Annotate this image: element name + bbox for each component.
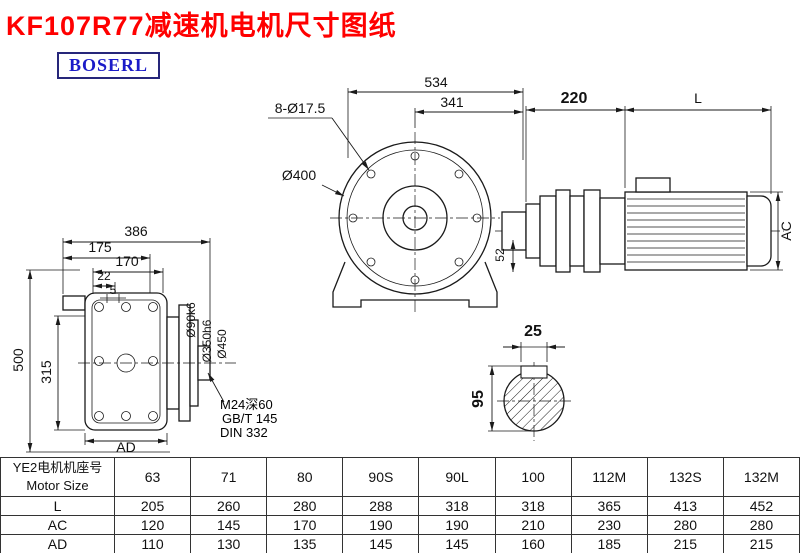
motor-dimension-table: YE2电机机座号 Motor Size 63 71 80 90S 90L 100… bbox=[0, 457, 800, 553]
column-header-100: 100 bbox=[494, 457, 572, 497]
cell-AC-90l: 190 bbox=[418, 515, 496, 535]
gear-hub-circle bbox=[382, 185, 448, 251]
header-motor-size-en: Motor Size bbox=[26, 478, 89, 493]
cell-AD-132s: 215 bbox=[646, 534, 724, 553]
motor-terminal-box bbox=[635, 177, 671, 193]
cell-AD-132m: 215 bbox=[722, 534, 800, 553]
row-label-AC: AC bbox=[0, 515, 115, 535]
dim-shaft-dia-label: Ø90k6 bbox=[184, 302, 198, 338]
cell-AC-100: 210 bbox=[494, 515, 572, 535]
dim-52-label: 52 bbox=[493, 248, 507, 262]
dim-170-label: 170 bbox=[115, 253, 139, 269]
note-tap-hole: M24深60 bbox=[220, 397, 273, 412]
cell-AC-63: 120 bbox=[113, 515, 192, 535]
motor-fan-cowl bbox=[746, 195, 772, 267]
page-title: KF107R77减速机电机尺寸图纸 bbox=[6, 11, 397, 41]
table-header-motor-size: YE2电机机座号 Motor Size bbox=[0, 457, 115, 497]
gear-body bbox=[84, 292, 168, 431]
cell-L-132s: 413 bbox=[646, 496, 724, 516]
motor-adapter-stack bbox=[501, 189, 626, 273]
gear-housing-base bbox=[332, 261, 498, 308]
shaft-section: 25 95 bbox=[470, 323, 571, 441]
technical-drawing: 534 341 8-Ø17.5 Ø400 220 L bbox=[10, 74, 794, 455]
side-view: Ø90k6 Ø350h6 Ø450 386 175 170 22 bbox=[10, 223, 277, 455]
cell-AD-80: 135 bbox=[266, 534, 344, 553]
cell-AC-71: 145 bbox=[190, 515, 268, 535]
gear-flange-outer-circle bbox=[338, 141, 492, 295]
dim-spigot-dia-label: Ø350h6 bbox=[200, 319, 214, 362]
dim-220-label: 220 bbox=[561, 90, 588, 107]
dim-175-label: 175 bbox=[88, 239, 112, 255]
front-view: 534 341 8-Ø17.5 Ø400 220 L bbox=[268, 74, 794, 312]
cell-AD-90s: 145 bbox=[342, 534, 420, 553]
dim-flange-dia-label: Ø400 bbox=[282, 167, 316, 183]
motor-body bbox=[624, 191, 748, 271]
cell-L-71: 260 bbox=[190, 496, 268, 516]
keyway bbox=[520, 365, 548, 379]
cell-L-100: 318 bbox=[494, 496, 572, 516]
motor-fins bbox=[627, 198, 745, 263]
dim-AD-label: AD bbox=[116, 439, 135, 455]
dim-L-label: L bbox=[694, 90, 702, 106]
column-header-90l: 90L bbox=[418, 457, 496, 497]
table-row-AC: AC 120 145 170 190 190 210 230 280 280 bbox=[0, 515, 800, 535]
row-label-L: L bbox=[0, 496, 115, 516]
dim-341-label: 341 bbox=[440, 94, 464, 110]
cell-L-63: 205 bbox=[113, 496, 192, 516]
column-header-71: 71 bbox=[190, 457, 268, 497]
table-row-AD: AD 110 130 135 145 145 160 185 215 215 bbox=[0, 534, 800, 553]
cell-L-90s: 288 bbox=[342, 496, 420, 516]
dim-534-label: 534 bbox=[424, 74, 448, 90]
dim-flange-dia-side-label: Ø450 bbox=[215, 329, 229, 359]
cell-AC-132m: 280 bbox=[722, 515, 800, 535]
column-header-80: 80 bbox=[266, 457, 344, 497]
dim-386-label: 386 bbox=[124, 223, 148, 239]
row-label-AD: AD bbox=[0, 534, 115, 553]
cell-AD-71: 130 bbox=[190, 534, 268, 553]
cell-AC-90s: 190 bbox=[342, 515, 420, 535]
column-header-132s: 132S bbox=[646, 457, 724, 497]
note-std-gbt: GB/T 145 bbox=[222, 411, 277, 426]
brand-logo: BOSERL bbox=[57, 52, 161, 79]
table-header-row: YE2电机机座号 Motor Size 63 71 80 90S 90L 100… bbox=[0, 457, 800, 497]
dim-95-label: 95 bbox=[470, 390, 487, 408]
gear-shaft-circle bbox=[402, 205, 428, 231]
gear-body-inner bbox=[91, 299, 161, 424]
column-header-132m: 132M bbox=[722, 457, 800, 497]
cell-AD-63: 110 bbox=[113, 534, 192, 553]
dim-25-label: 25 bbox=[524, 323, 542, 340]
dim-315-label: 315 bbox=[38, 360, 54, 384]
cell-L-90l: 318 bbox=[418, 496, 496, 516]
column-header-63: 63 bbox=[113, 457, 192, 497]
cell-L-112m: 365 bbox=[570, 496, 648, 516]
dim-AC-label: AC bbox=[778, 221, 794, 240]
column-header-90s: 90S bbox=[342, 457, 420, 497]
cell-AD-90l: 145 bbox=[418, 534, 496, 553]
input-stub bbox=[62, 295, 86, 311]
cell-AC-80: 170 bbox=[266, 515, 344, 535]
cell-AD-100: 160 bbox=[494, 534, 572, 553]
dim-bolt-holes-label: 8-Ø17.5 bbox=[275, 100, 326, 116]
mounting-holes bbox=[94, 302, 158, 421]
dim-500-label: 500 bbox=[10, 348, 26, 372]
bolt-holes bbox=[348, 151, 482, 285]
note-std-din: DIN 332 bbox=[220, 425, 268, 440]
cell-L-80: 280 bbox=[266, 496, 344, 516]
dim-5-label: 5 bbox=[110, 283, 117, 297]
dim-22-label: 22 bbox=[97, 269, 111, 283]
header-motor-size-cn: YE2电机机座号 bbox=[12, 460, 103, 476]
shaft-cross-section-circle bbox=[503, 370, 565, 432]
gear-flange-inner-circle bbox=[346, 149, 484, 287]
cell-AD-112m: 185 bbox=[570, 534, 648, 553]
brand-logo-text: BOSERL bbox=[69, 55, 149, 75]
cell-L-132m: 452 bbox=[722, 496, 800, 516]
cell-AC-132s: 280 bbox=[646, 515, 724, 535]
table-row-L: L 205 260 280 288 318 318 365 413 452 bbox=[0, 496, 800, 516]
column-header-112m: 112M bbox=[570, 457, 648, 497]
cell-AC-112m: 230 bbox=[570, 515, 648, 535]
